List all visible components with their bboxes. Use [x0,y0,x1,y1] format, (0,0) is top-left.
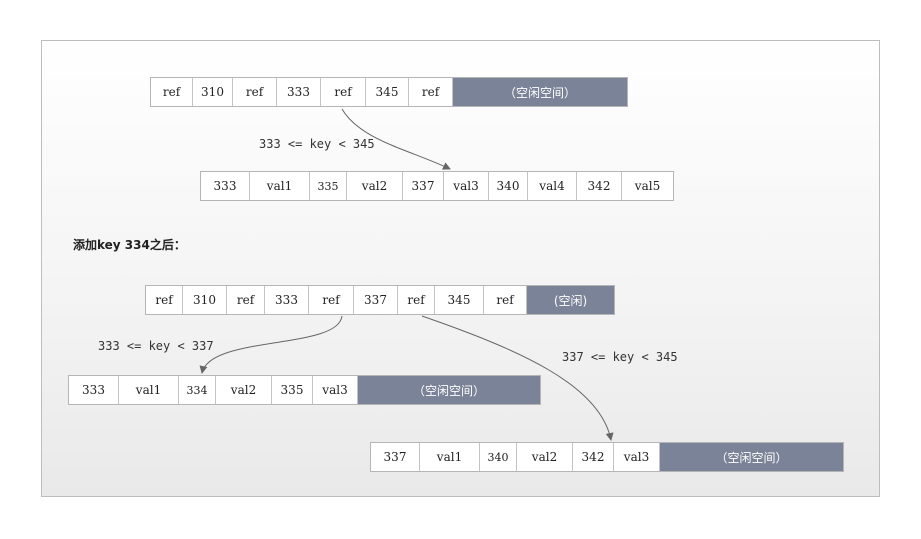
key-cell: 310 [193,78,233,106]
key-cell: 337 [354,286,398,314]
value-cell: val3 [614,443,660,471]
key-cell: 333 [201,172,250,200]
key-range-condition-left: 333 <= key < 337 [98,339,214,353]
value-cell: val2 [517,443,573,471]
key-cell: 333 [69,376,119,404]
key-cell: 345 [435,286,484,314]
value-cell: val5 [634,179,661,193]
key-cell: 337 [371,443,420,471]
value-cell: val1 [250,172,310,200]
key-cell: 335 [310,172,347,200]
parent-node-after: ref 310 ref 333 ref 337 ref 345 ref (空闲) [145,285,615,315]
key-cell: 345 [366,78,409,106]
parent-node-before: ref 310 ref 333 ref 345 ref （空闲空间） [150,77,628,107]
leaf-node-left-after: 333 val1 334 val2 335 val3 （空闲空间） [68,375,541,405]
value-cell: val2 [216,376,272,404]
free-space-cell: （空闲空间） [358,376,540,404]
key-cell: 335 [272,376,313,404]
free-space-cell: （空闲空间） [453,78,627,106]
free-space-cell: (空闲) [527,286,614,314]
diagram-canvas [41,40,880,497]
value-cell: val1 [119,376,179,404]
key-range-condition-right: 337 <= key < 345 [562,350,678,364]
pointer-cell: ref [409,78,453,106]
value-cell: val3 [444,172,489,200]
pointer-cell: ref [484,286,527,314]
key-cell: 334 [179,376,216,404]
value-cell: val4 [528,172,577,200]
key-cell: 310 [183,286,227,314]
pointer-cell: ref [321,78,366,106]
key-cell: 340 [480,443,517,471]
section-heading: 添加key 334之后： [73,238,186,252]
key-range-condition: 333 <= key < 345 [259,137,375,151]
pointer-cell: ref [398,286,435,314]
key-cell: 342 [577,172,622,200]
value-cell: val1 [420,443,480,471]
pointer-cell: ref [233,78,277,106]
key-cell: 337 [403,172,444,200]
pointer-cell: ref [227,286,265,314]
value-cell: val3 [313,376,358,404]
free-space-cell: （空闲空间） [660,443,843,471]
key-cell: 333 [265,286,309,314]
key-cell: 342 [573,443,614,471]
leaf-node-right-after: 337 val1 340 val2 342 val3 （空闲空间） [370,442,844,472]
pointer-cell: ref [146,286,183,314]
key-cell: 340 [489,172,528,200]
leaf-node-before: 333 val1 335 val2 337 val3 340 val4 342 … [200,171,674,201]
value-cell: val2 [347,172,403,200]
pointer-cell: ref [309,286,354,314]
key-cell: 333 [277,78,321,106]
pointer-cell: ref [151,78,193,106]
